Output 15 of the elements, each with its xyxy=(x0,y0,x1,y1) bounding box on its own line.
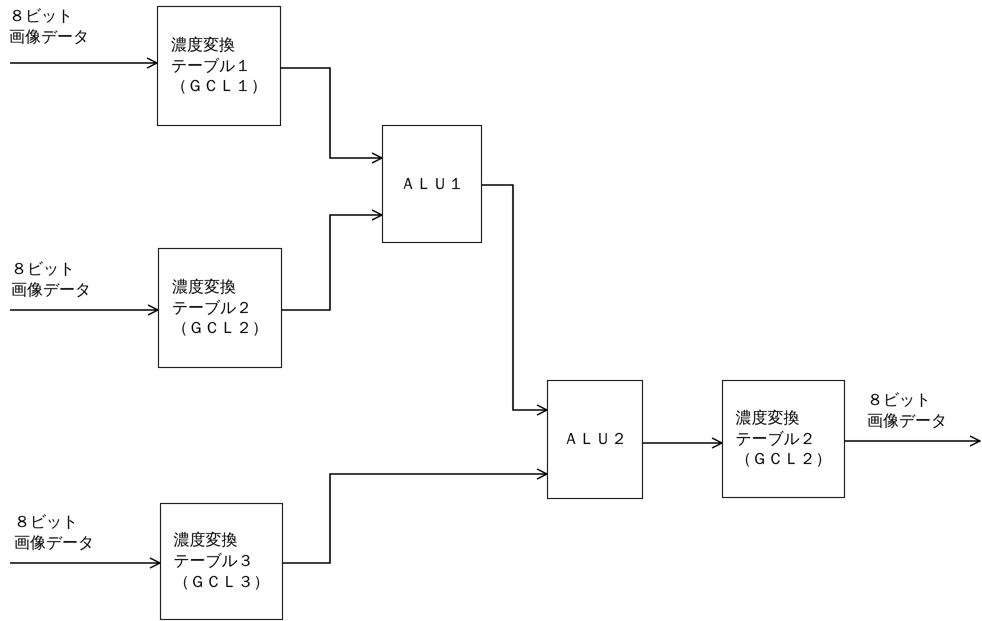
process-box: 濃度変換テーブル１（ＧＣＬ１） xyxy=(157,6,281,126)
arrow xyxy=(281,67,383,164)
arrow xyxy=(845,435,981,447)
arrow xyxy=(643,437,723,449)
process-box: 濃度変換テーブル２（ＧＣＬ２） xyxy=(722,380,845,498)
process-box: ＡＬＵ１ xyxy=(382,125,482,243)
process-box: 濃度変換テーブル３（ＧＣＬ３） xyxy=(160,503,283,620)
process-box: 濃度変換テーブル２（ＧＣＬ２） xyxy=(158,248,282,368)
arrow xyxy=(10,304,159,316)
arrow xyxy=(283,468,548,564)
arrow xyxy=(482,184,548,416)
arrow xyxy=(282,209,383,311)
arrow xyxy=(10,557,161,569)
process-box: ＡＬＵ２ xyxy=(547,380,643,499)
arrow xyxy=(10,57,158,69)
